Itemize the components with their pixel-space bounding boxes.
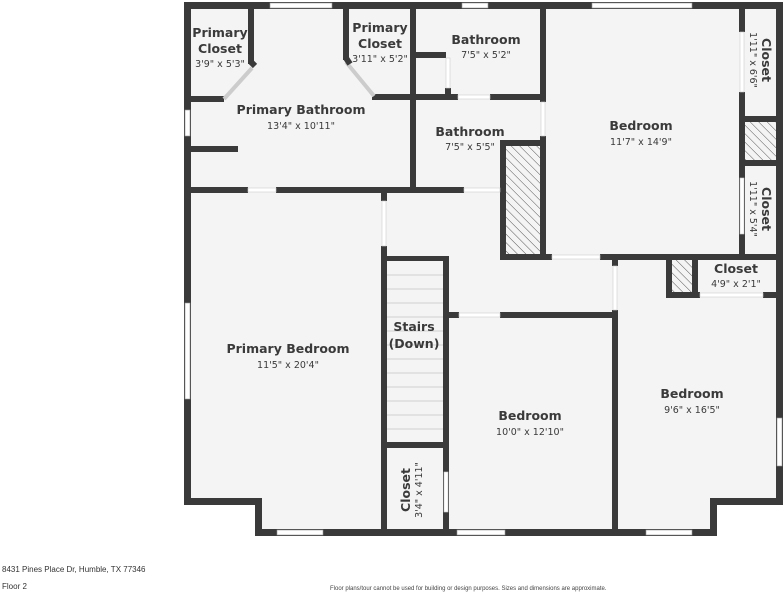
room-label: Primary <box>192 25 247 40</box>
room-dimensions: 3'4" x 4'11" <box>414 462 425 518</box>
room-label: Bathroom <box>435 124 504 139</box>
room-dimensions: 4'9" x 2'1" <box>711 279 761 290</box>
room-label: Closet <box>398 468 413 512</box>
disclaimer-text: Floor plans/tour cannot be used for buil… <box>330 586 607 592</box>
room-dimensions: 1'11" x 6'6" <box>747 32 758 88</box>
floor-label: Floor 2 <box>2 582 27 591</box>
room-dimensions: 1'11" x 5'4" <box>747 181 758 237</box>
property-address: 8431 Pines Place Dr, Humble, TX 77346 <box>2 565 146 574</box>
room-dimensions: 7'5" x 5'5" <box>445 142 495 153</box>
floor-area <box>186 4 780 533</box>
room-label: Closet <box>759 38 774 82</box>
room-dimensions: 11'7" x 14'9" <box>610 137 672 148</box>
room-label: Bedroom <box>660 386 723 401</box>
angled-walls <box>248 56 353 69</box>
room-label: Bedroom <box>609 118 672 133</box>
room-dimensions: 3'9" x 5'3" <box>195 59 245 70</box>
room-dimensions: 9'6" x 16'5" <box>664 405 720 416</box>
door-openings <box>222 31 764 513</box>
room-dimensions: 11'5" x 20'4" <box>257 360 319 371</box>
room-label: Closet <box>358 36 402 51</box>
room-label: Closet <box>198 41 242 56</box>
room-dimensions: 10'0" x 12'10" <box>496 427 564 438</box>
room-label: Primary <box>352 20 407 35</box>
stairs-treads <box>387 274 443 430</box>
hatched-chases <box>505 120 779 296</box>
room-label: Stairs <box>393 319 434 334</box>
windows <box>184 2 783 536</box>
room-label: Primary Bedroom <box>226 341 349 356</box>
room-label: (Down) <box>389 336 440 351</box>
room-label: Bathroom <box>451 32 520 47</box>
room-labels: Primary Closet 3'9" x 5'3" Primary Close… <box>192 20 774 518</box>
room-label: Closet <box>759 187 774 231</box>
room-dimensions: 7'5" x 5'2" <box>461 50 511 61</box>
room-label: Bedroom <box>498 408 561 423</box>
room-label: Primary Bathroom <box>237 102 366 117</box>
room-dimensions: 3'11" x 5'2" <box>352 54 408 65</box>
room-dimensions: 13'4" x 10'11" <box>267 121 335 132</box>
room-label: Closet <box>714 261 758 276</box>
